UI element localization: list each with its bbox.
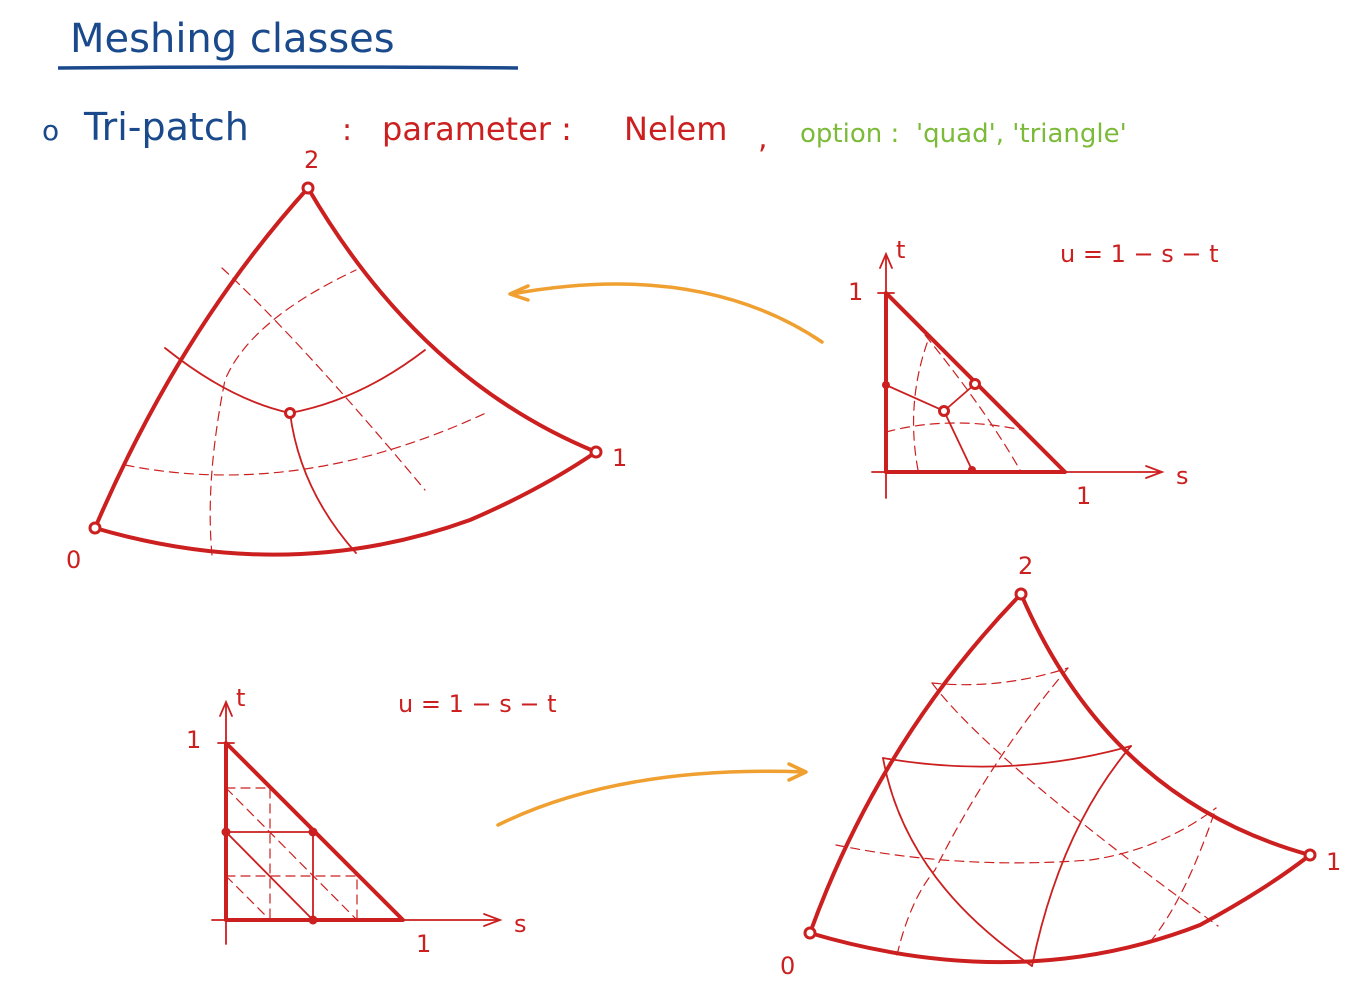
- vertex-label-2: 2: [304, 146, 319, 174]
- patch-tri: 2 1 0: [780, 552, 1341, 980]
- quad-lines: [885, 383, 976, 471]
- patch-quad-edge-01: [93, 450, 598, 557]
- patch-quad-edge-21: [306, 186, 598, 454]
- mapping-arrow-top: [510, 282, 824, 344]
- vertex-label-2: 2: [1018, 552, 1033, 580]
- triangle-dashes: [225, 787, 358, 921]
- edge-node: [221, 827, 231, 837]
- vertex-label-1: 1: [612, 444, 627, 472]
- patch-quad-line: [289, 412, 357, 554]
- title-underline: [57, 65, 519, 70]
- axis-arrow-icon: [219, 699, 233, 717]
- patch-tri-line: [882, 745, 1132, 768]
- patch-quad-dash: [209, 269, 357, 556]
- option-values: 'quad', 'triangle': [916, 119, 1127, 149]
- patch-tri-dash: [1149, 807, 1217, 943]
- axis-arrow-icon: [1145, 465, 1165, 479]
- patch-tri-edge-01: [808, 853, 1312, 965]
- edge-node: [308, 915, 318, 925]
- vertex-node: [589, 445, 603, 459]
- edge-node: [308, 827, 318, 837]
- tick-label-s: 1: [1076, 482, 1091, 510]
- bullet-name: Tri-patch: [83, 105, 249, 149]
- tick-label-t: 1: [848, 278, 863, 306]
- vertex-label-0: 0: [780, 952, 795, 980]
- patch-quad-edge-02: [93, 186, 310, 530]
- patch-tri-dash: [934, 667, 1069, 871]
- arrow-head-icon: [508, 284, 530, 302]
- patch-tri-dash: [931, 682, 1219, 927]
- axis-label-t: t: [896, 236, 905, 264]
- option-label: option :: [800, 119, 899, 149]
- patch-quad-dash: [221, 267, 426, 491]
- patch-tri-line: [882, 757, 1033, 967]
- patch-quad-line: [164, 347, 291, 414]
- vertex-label-0: 0: [66, 546, 81, 574]
- vertex-node: [301, 181, 315, 195]
- vertex-node: [1303, 848, 1317, 862]
- axis-arrow-icon: [483, 913, 503, 927]
- edge-node: [969, 378, 981, 390]
- param-space-quad: t s 1 1 u = 1 − s − t: [848, 236, 1219, 510]
- vertex-label-1: 1: [1326, 848, 1341, 876]
- axis-label-t: t: [236, 684, 245, 712]
- edge-node: [968, 466, 976, 474]
- bullet-marker: o: [42, 114, 59, 147]
- center-node: [938, 405, 950, 417]
- axis-label-s: s: [1176, 462, 1189, 490]
- param-space-tri: t s 1 1 u = 1 − s − t: [186, 684, 557, 958]
- vertex-node: [803, 926, 817, 940]
- arrow-head-icon: [787, 762, 808, 782]
- tick-label-t: 1: [186, 726, 201, 754]
- parameter-value: Nelem: [624, 110, 727, 148]
- vertex-node: [1014, 587, 1028, 601]
- page-title: Meshing classes: [70, 16, 395, 62]
- edge-node: [882, 381, 890, 389]
- mapping-arrow-bottom: [496, 769, 807, 827]
- patch-tri-dash: [896, 869, 936, 956]
- patch-tri-dash: [931, 667, 1069, 686]
- equation: u = 1 − s − t: [1060, 240, 1219, 268]
- patch-tri-line: [1031, 745, 1132, 967]
- axis-arrow-icon: [879, 251, 893, 269]
- patch-quad-line: [289, 349, 426, 414]
- patch-tri-edge-02: [808, 592, 1023, 935]
- center-node: [284, 407, 296, 419]
- patch-quad-dash: [124, 411, 489, 476]
- bullet-separator: :: [342, 113, 352, 148]
- quad-dashes: [885, 311, 1023, 471]
- axis-label-s: s: [514, 910, 527, 938]
- patch-tri-edge-21: [1019, 592, 1312, 857]
- equation: u = 1 − s − t: [398, 690, 557, 718]
- patch-tri-dash: [835, 807, 1217, 864]
- triangle-lines: [225, 831, 314, 921]
- vertex-node: [88, 521, 102, 535]
- tick-label-s: 1: [416, 930, 431, 958]
- parameter-label: parameter :: [382, 110, 572, 148]
- patch-quad: 2 1 0: [66, 146, 627, 574]
- bullet-comma: ,: [758, 121, 768, 156]
